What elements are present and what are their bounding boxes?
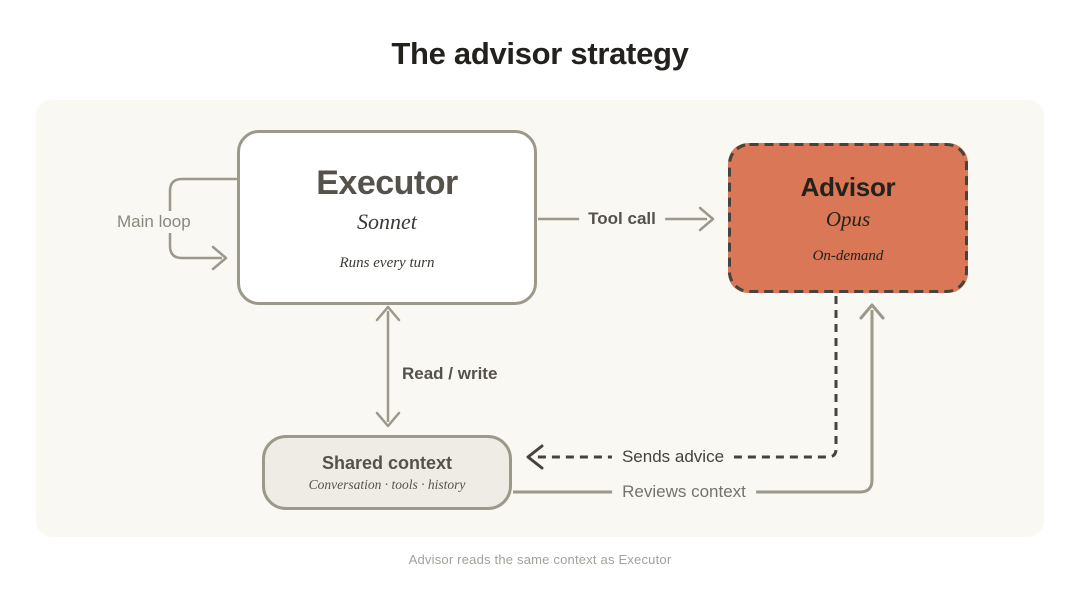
advisor-title: Advisor — [800, 171, 896, 202]
sends-advice-label: Sends advice — [611, 445, 735, 469]
executor-title: Executor — [316, 163, 458, 202]
advisor-node: Advisor Opus On-demand — [728, 143, 968, 293]
read-write-label: Read / write — [402, 364, 498, 383]
advisor-note: On-demand — [812, 247, 884, 264]
shared-context-note: Conversation · tools · history — [308, 476, 466, 492]
shared-context-title: Shared context — [321, 452, 453, 473]
diagram-caption: Advisor reads the same context as Execut… — [408, 552, 672, 567]
tool-call-label: Tool call — [579, 207, 665, 231]
shared-context-node: Shared context Conversation · tools · hi… — [262, 435, 512, 510]
executor-subtitle: Sonnet — [357, 208, 417, 234]
executor-node: Executor Sonnet Runs every turn — [237, 130, 537, 305]
advisor-subtitle: Opus — [825, 206, 871, 231]
page-title: The advisor strategy — [391, 36, 689, 71]
executor-note: Runs every turn — [339, 254, 435, 271]
main-loop-label: Main loop — [114, 211, 194, 233]
reviews-context-label: Reviews context — [612, 480, 756, 504]
